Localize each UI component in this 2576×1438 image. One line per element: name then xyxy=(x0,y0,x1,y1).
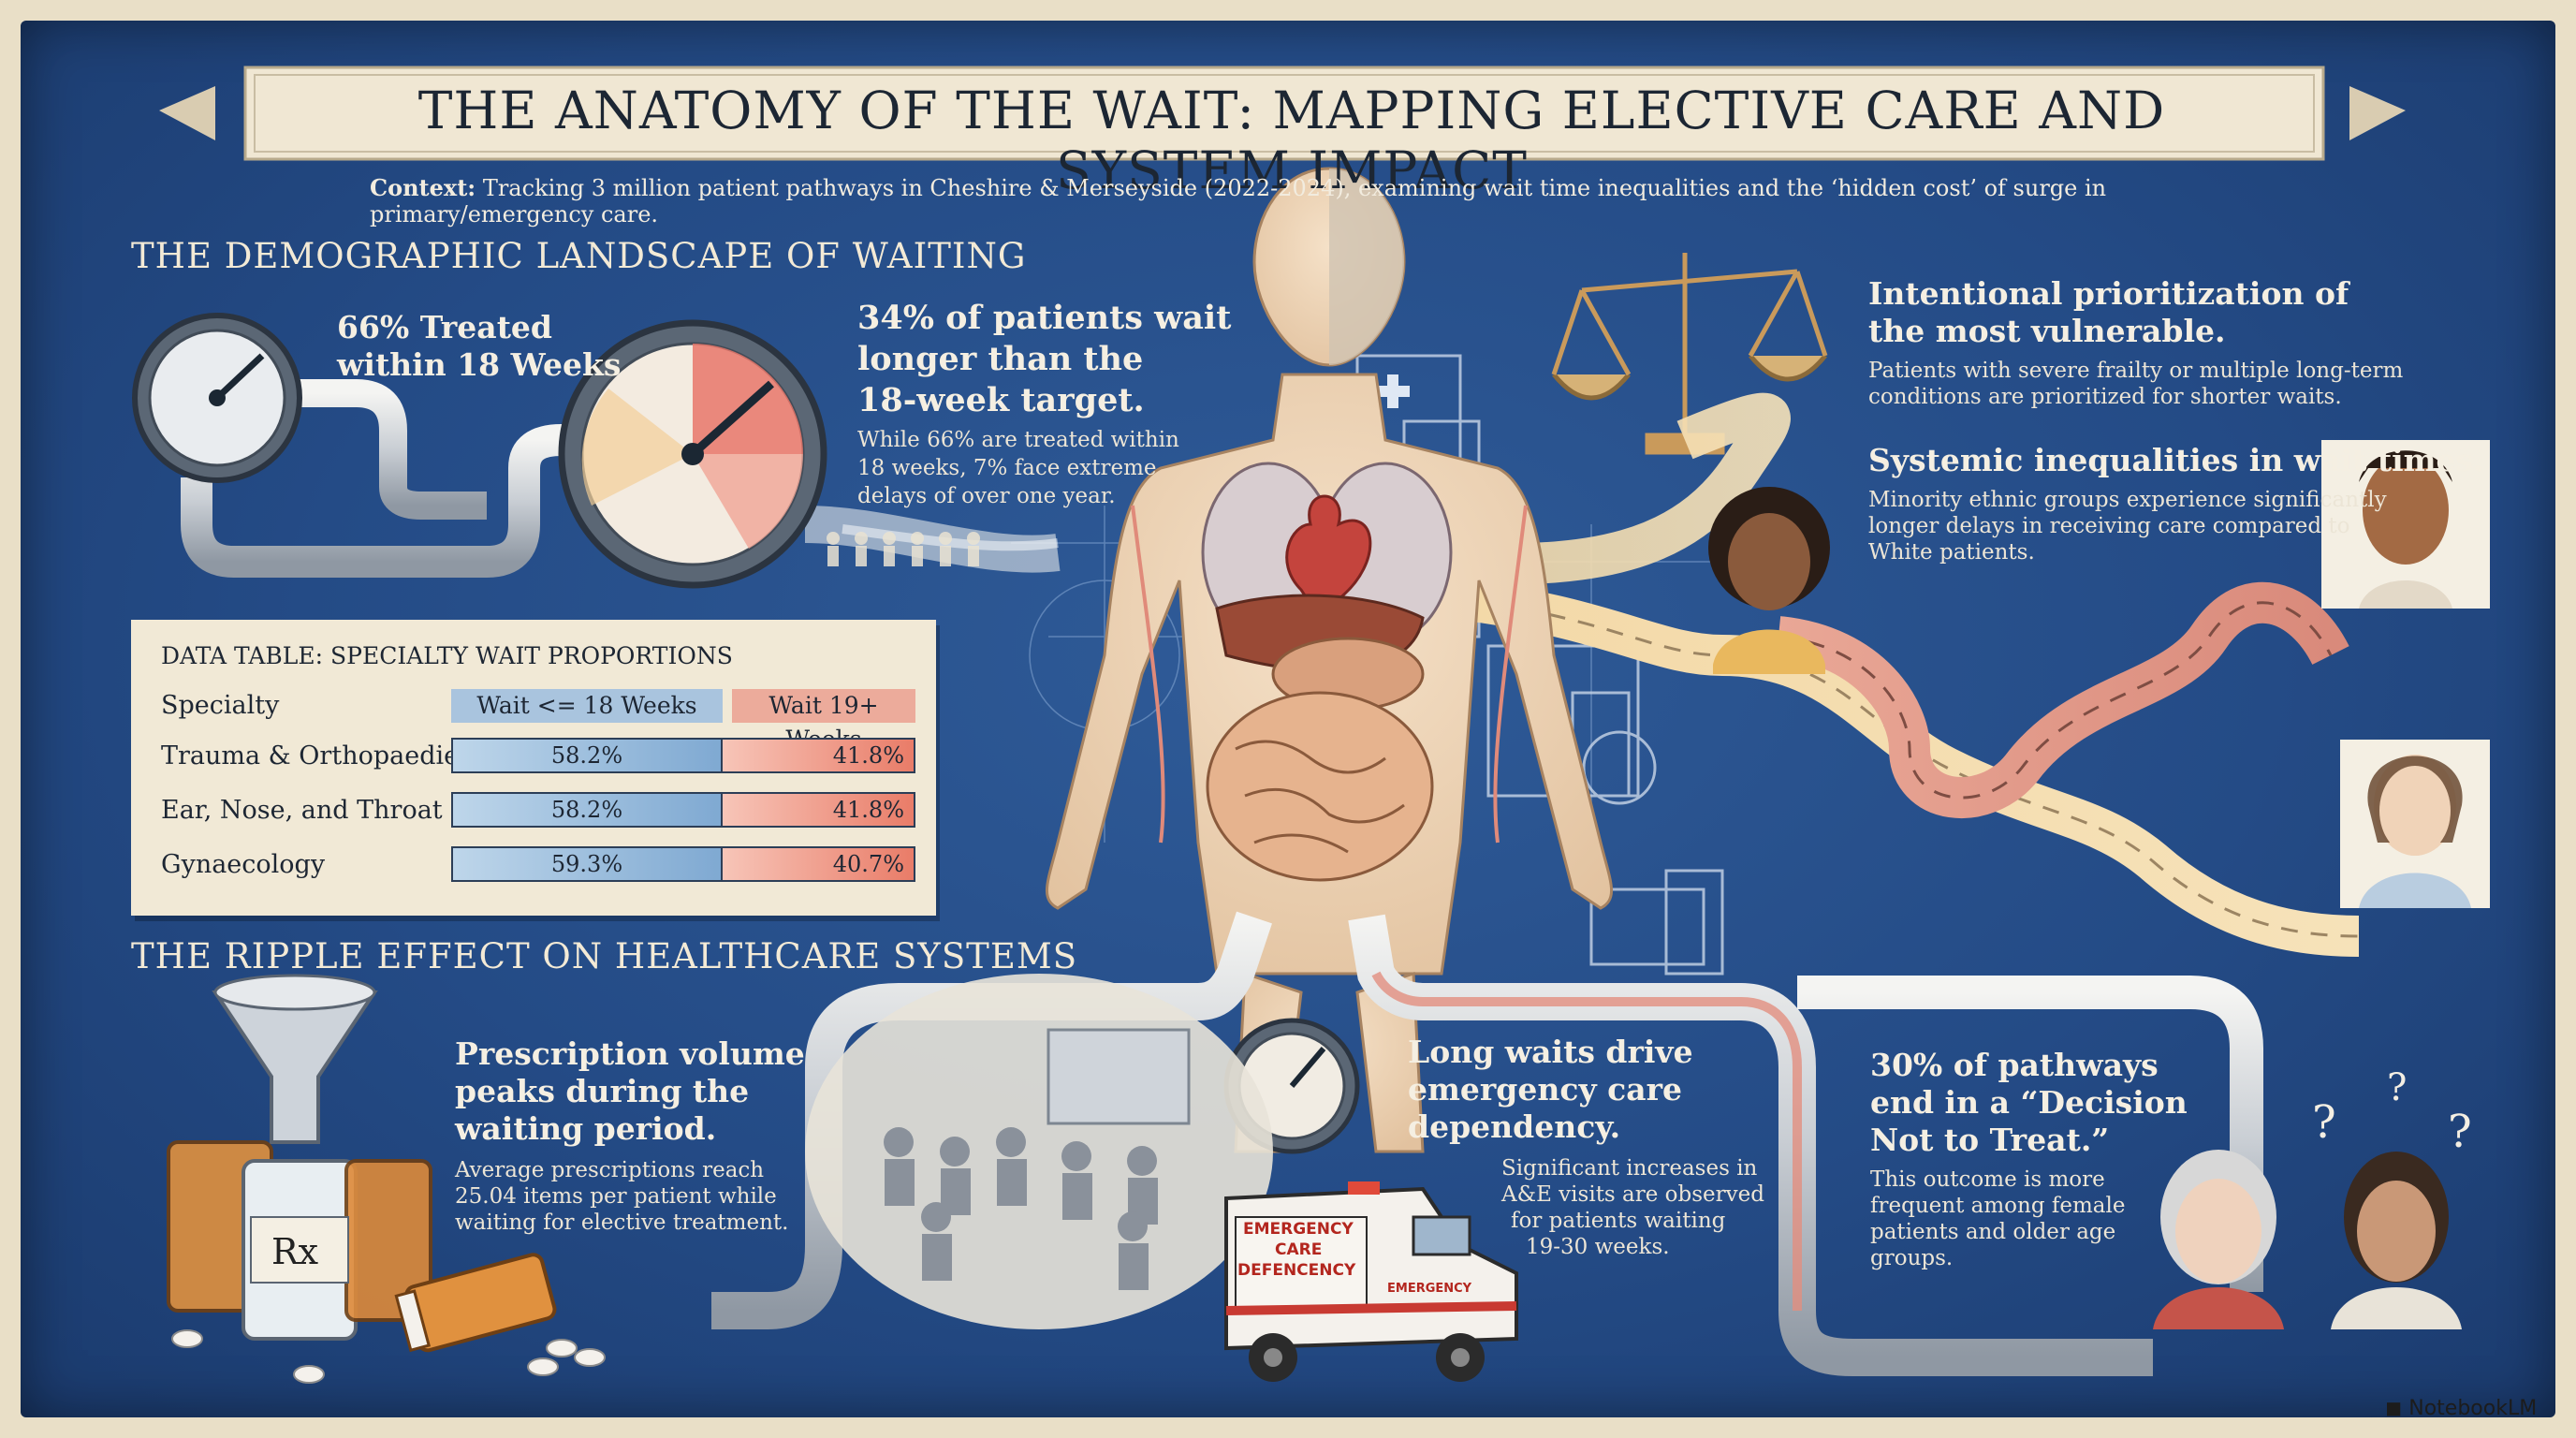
gauge2-head-line3: 18-week target. xyxy=(857,381,1145,419)
table-row: Ear, Nose, and Throat 58.2% 41.8% xyxy=(131,790,936,829)
rx-head-line3: waiting period. xyxy=(455,1110,717,1147)
portrait-woman-curly xyxy=(1708,487,1830,674)
question-mark: ? xyxy=(2387,1066,2407,1109)
section-title-demographic: THE DEMOGRAPHIC LANDSCAPE OF WAITING xyxy=(131,236,1027,276)
rx-head-line1: Prescription volume xyxy=(455,1035,805,1072)
portrait-woman-right xyxy=(2340,740,2490,908)
context-text: Tracking 3 million patient pathways in C… xyxy=(370,175,2107,227)
er-body-line1: Significant increases in xyxy=(1501,1156,1758,1181)
row-over-bar: 40.7% xyxy=(723,846,915,882)
svg-text:EMERGENCY: EMERGENCY xyxy=(1387,1282,1472,1296)
queue-silhouettes xyxy=(827,532,980,566)
portrait-young-woman xyxy=(2331,1152,2462,1329)
row-within-bar: 58.2% xyxy=(451,738,723,773)
row-specialty: Trauma & Orthopaedies xyxy=(161,741,472,770)
hospital-cross xyxy=(1376,374,1410,408)
row-within-bar: 59.3% xyxy=(451,846,723,882)
context-line: Context: Tracking 3 million patient path… xyxy=(370,174,2335,227)
gauge-66-percent xyxy=(132,313,302,483)
table-header-over: Wait 19+ Weeks xyxy=(732,689,915,753)
inequalities-body-line2: longer delays in receiving care compared… xyxy=(1868,514,2350,538)
row-specialty: Gynaecology xyxy=(161,850,326,879)
question-mark: ? xyxy=(2448,1106,2472,1158)
inequalities-body-line1: Minority ethnic groups experience signif… xyxy=(1868,488,2387,512)
brand-logo-icon: ◼ xyxy=(2385,1397,2403,1420)
row-over-bar: 41.8% xyxy=(723,738,915,773)
context-label: Context: xyxy=(370,174,476,201)
waiting-room-scene xyxy=(805,974,1273,1329)
dnt-body-line3: patients and older age xyxy=(1870,1220,2116,1244)
ambulance: EMERGENCY CARE DEFENCENCY EMERGENCY xyxy=(1224,1181,1518,1382)
svg-text:CARE: CARE xyxy=(1275,1240,1322,1259)
gauge2-head-line1: 34% of patients wait xyxy=(857,299,1232,337)
brand-name: NotebookLM xyxy=(2408,1397,2538,1420)
prescription-bottles: Rx xyxy=(167,974,606,1384)
row-specialty: Ear, Nose, and Throat xyxy=(161,796,443,825)
portrait-older-woman xyxy=(2153,1150,2284,1329)
dnt-body-line4: groups. xyxy=(1870,1246,1954,1270)
er-body-line4: 19-30 weeks. xyxy=(1526,1235,1670,1259)
table-row: Gynaecology 59.3% 40.7% xyxy=(131,844,936,884)
question-mark: ? xyxy=(2312,1096,2336,1149)
dnt-head-line2: end in a “Decision xyxy=(1870,1084,2188,1121)
rx-body-line1: Average prescriptions reach xyxy=(455,1158,765,1182)
er-body-line3: for patients waiting xyxy=(1511,1209,1726,1233)
gauge2-body-line3: delays of over one year. xyxy=(857,484,1116,508)
gauge1-caption-line2: within 18 Weeks xyxy=(337,346,622,383)
dnt-body-line2: frequent among female xyxy=(1870,1194,2126,1218)
human-anatomy-figure xyxy=(1045,167,1614,1153)
gauge1-caption-line1: 66% Treated xyxy=(337,309,553,345)
prioritization-head-line2: the most vulnerable. xyxy=(1868,313,2226,349)
title-banner xyxy=(159,66,2406,161)
portrait-man-beard xyxy=(2321,440,2490,609)
gauge2-body-line1: While 66% are treated within xyxy=(857,428,1179,452)
table-header-within: Wait <= 18 Weeks xyxy=(451,689,723,723)
rx-body-line2: 25.04 items per patient while xyxy=(455,1184,777,1209)
inequalities-head: Systemic inequalities in wait times. xyxy=(1868,442,2484,478)
dnt-head-line1: 30% of pathways xyxy=(1870,1047,2159,1083)
prioritization-head-line1: Intentional prioritization of xyxy=(1868,275,2349,312)
svg-text:EMERGENCY: EMERGENCY xyxy=(1243,1220,1354,1239)
er-head-line2: emergency care xyxy=(1408,1071,1682,1108)
svg-text:Rx: Rx xyxy=(271,1231,318,1272)
prioritization-body-line2: conditions are prioritized for shorter w… xyxy=(1868,385,2342,409)
gauge-34-percent xyxy=(558,319,827,589)
prioritization-body-line1: Patients with severe frailty or multiple… xyxy=(1868,359,2404,383)
table-title: DATA TABLE: SPECIALTY WAIT PROPORTIONS xyxy=(161,642,733,669)
rx-head-line2: peaks during the xyxy=(455,1073,750,1109)
er-body-line2: A&E visits are observed xyxy=(1501,1182,1764,1207)
gauge2-body-line2: 18 weeks, 7% face extreme xyxy=(857,456,1157,480)
row-over-bar: 41.8% xyxy=(723,792,915,828)
er-head-line3: dependency. xyxy=(1408,1108,1621,1145)
svg-text:DEFENCENCY: DEFENCENCY xyxy=(1237,1261,1356,1280)
page-title: THE ANATOMY OF THE WAIT: MAPPING ELECTIV… xyxy=(417,81,2166,200)
specialty-wait-table: DATA TABLE: SPECIALTY WAIT PROPORTIONS S… xyxy=(131,620,936,916)
gauge2-head-line2: longer than the xyxy=(857,340,1144,378)
bottom-pipe-network xyxy=(711,911,2263,1376)
inequalities-body-line3: White patients. xyxy=(1868,540,2035,565)
table-header-specialty: Specialty xyxy=(161,691,280,720)
rx-body-line3: waiting for elective treatment. xyxy=(455,1211,789,1235)
section-title-ripple: THE RIPPLE EFFECT ON HEALTHCARE SYSTEMS xyxy=(131,936,1078,976)
table-row: Trauma & Orthopaedies 58.2% 41.8% xyxy=(131,736,936,775)
gauge-pipes xyxy=(181,379,1061,578)
er-head-line1: Long waits drive xyxy=(1408,1034,1693,1070)
patient-paths xyxy=(1440,392,2360,957)
dnt-head-line3: Not to Treat.” xyxy=(1870,1122,2110,1158)
brand-watermark: ◼ NotebookLM xyxy=(2385,1397,2537,1420)
row-within-bar: 58.2% xyxy=(451,792,723,828)
dnt-body-line1: This outcome is more xyxy=(1870,1167,2105,1192)
